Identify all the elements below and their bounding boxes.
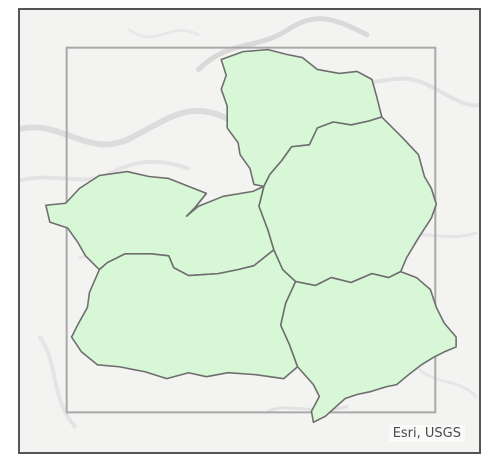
region-south-east[interactable] — [279, 270, 457, 424]
region-boundary-detail — [186, 192, 208, 217]
map-attribution: Esri, USGS — [388, 425, 465, 442]
region-layer — [45, 48, 457, 424]
extent-rectangle — [65, 46, 437, 414]
map-frame[interactable]: Esri, USGS — [18, 8, 481, 454]
map-canvas[interactable] — [20, 10, 479, 452]
